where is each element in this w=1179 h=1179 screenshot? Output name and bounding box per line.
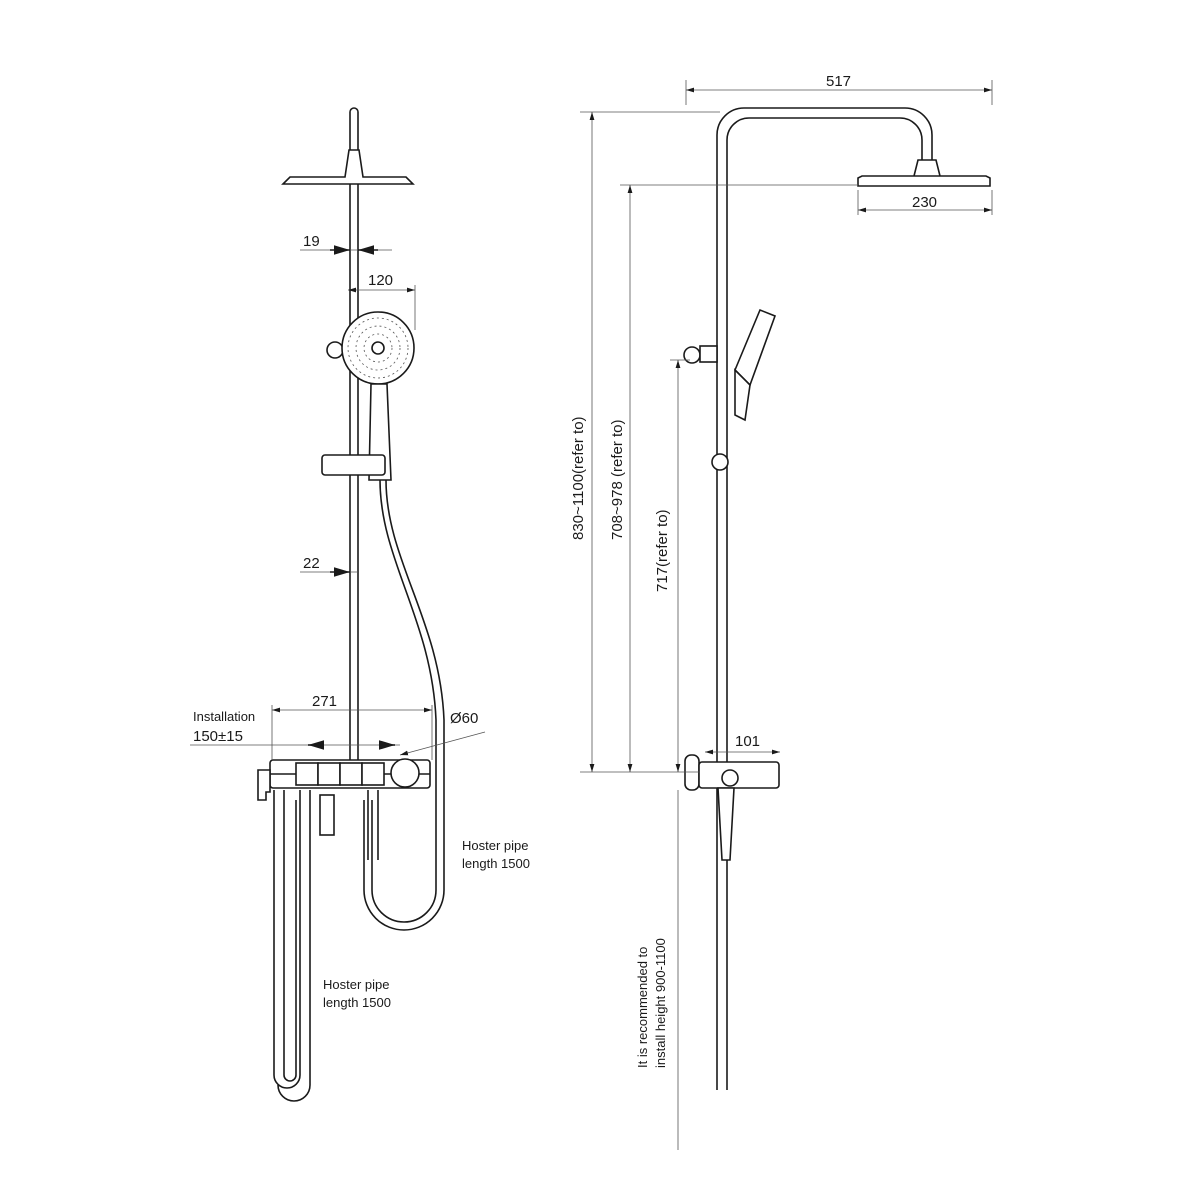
hose-left-label-2: length 1500 <box>323 995 391 1010</box>
installation-value: 150±15 <box>193 728 243 745</box>
dim-knob: Ø60 <box>450 710 478 727</box>
hose-left-label-1: Hoster pipe <box>323 977 389 992</box>
valve-side <box>684 754 780 861</box>
dim-head: 230 <box>912 194 937 211</box>
install-note-1: It is recommended to <box>635 947 650 1068</box>
valve-body <box>257 758 431 836</box>
dim-top-pipe: 19 <box>303 233 320 250</box>
hand-shower-side <box>683 308 777 471</box>
dim-riser: 22 <box>303 555 320 572</box>
side-view: 517 230 101 830~1100(refer to) 708~978 (… <box>570 73 993 1150</box>
dim-reach: 517 <box>826 73 851 90</box>
dim-total-height: 830~1100(refer to) <box>570 416 587 540</box>
installation-label: Installation <box>193 709 255 724</box>
hand-shower <box>326 311 415 481</box>
install-note-2: install height 900-1100 <box>653 938 668 1068</box>
riser-pipe <box>349 107 359 760</box>
dim-bracket-height: 717(refer to) <box>654 509 671 592</box>
dim-hand-shower: 120 <box>368 272 393 289</box>
riser-side <box>716 107 933 1090</box>
rain-head-side <box>857 159 991 187</box>
hose-left <box>273 790 311 1102</box>
hose-right-label-1: Hoster pipe <box>462 838 528 853</box>
dim-head-height: 708~978 (refer to) <box>609 420 626 541</box>
dim-valve-depth: 101 <box>735 733 760 750</box>
rain-head <box>281 149 415 185</box>
front-view: 19 120 22 271 Installation 150±15 Ø60 Ho… <box>190 107 530 1102</box>
slider-holder <box>321 454 386 476</box>
hose-right-label-2: length 1500 <box>462 856 530 871</box>
hose-right <box>363 479 445 931</box>
dim-width: 271 <box>312 693 337 710</box>
